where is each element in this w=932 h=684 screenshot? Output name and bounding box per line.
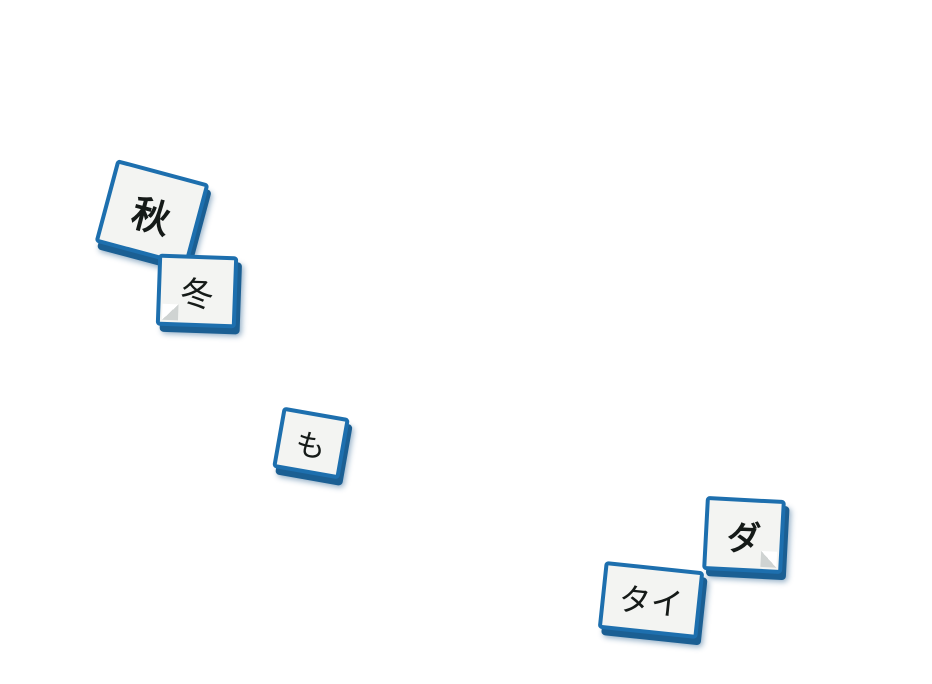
card-tai[interactable]: タイ: [597, 560, 705, 640]
card-text: も: [292, 426, 329, 467]
card-fuyu[interactable]: 冬: [155, 253, 239, 329]
card-da[interactable]: ダ: [702, 495, 786, 575]
page-curl: [760, 550, 778, 568]
card-mo[interactable]: も: [272, 406, 350, 480]
card-text: 秋: [127, 190, 176, 243]
card-text: ダ: [725, 517, 762, 560]
page-curl: [161, 303, 179, 321]
card-text: タイ: [616, 579, 685, 625]
card-text: 冬: [179, 273, 215, 316]
card-aki[interactable]: 秋: [94, 159, 210, 267]
